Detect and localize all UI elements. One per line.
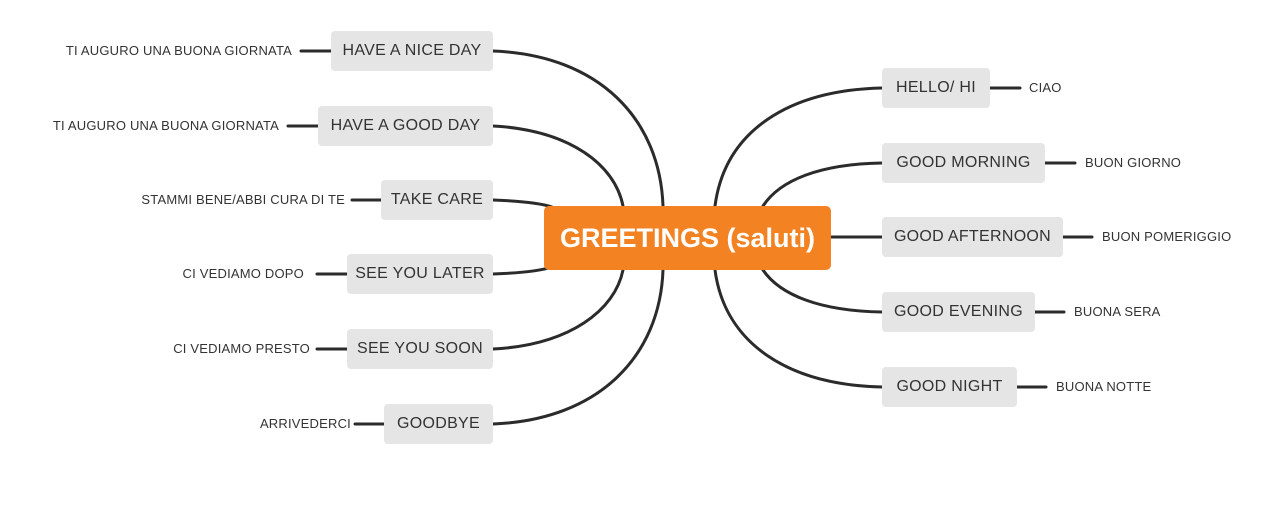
leaf-translation[interactable]: CIAO: [1029, 80, 1062, 95]
node-take-care[interactable]: TAKE CARE: [381, 180, 493, 220]
node-label: HAVE A GOOD DAY: [330, 117, 481, 134]
node-label: GOODBYE: [396, 415, 480, 432]
node-good-night[interactable]: GOOD NIGHT: [882, 367, 1017, 407]
node-label: SEE YOU LATER: [355, 265, 485, 282]
central-topic[interactable]: GREETINGS (saluti): [544, 206, 831, 270]
leaf-translation[interactable]: BUON GIORNO: [1085, 155, 1182, 170]
leaf-translation[interactable]: BUONA SERA: [1074, 304, 1161, 319]
leaf-translation[interactable]: TI AUGURO UNA BUONA GIORNATA: [65, 43, 292, 58]
central-topic-label: GREETINGS (saluti): [559, 222, 816, 253]
node-have-a-nice-day[interactable]: HAVE A NICE DAY: [331, 31, 493, 71]
node-label: TAKE CARE: [390, 191, 484, 208]
leaf-translation[interactable]: ARRIVEDERCI: [259, 416, 351, 431]
node-label: GOOD MORNING: [896, 154, 1031, 171]
node-good-afternoon[interactable]: GOOD AFTERNOON: [882, 217, 1063, 257]
node-label: HELLO/ HI: [895, 79, 977, 96]
node-goodbye[interactable]: GOODBYE: [384, 404, 493, 444]
leaf-translation[interactable]: CI VEDIAMO DOPO: [182, 266, 304, 281]
leaf-translation[interactable]: TI AUGURO UNA BUONA GIORNATA: [52, 118, 279, 133]
node-label: GOOD EVENING: [894, 303, 1023, 320]
node-label: HAVE A NICE DAY: [342, 42, 482, 59]
node-hello-hi[interactable]: HELLO/ HI: [882, 68, 990, 108]
leaf-translation[interactable]: BUONA NOTTE: [1056, 379, 1152, 394]
node-good-evening[interactable]: GOOD EVENING: [882, 292, 1035, 332]
node-label: GOOD NIGHT: [896, 378, 1003, 395]
node-see-you-soon[interactable]: SEE YOU SOON: [347, 329, 493, 369]
leaf-translation[interactable]: CI VEDIAMO PRESTO: [173, 341, 310, 356]
node-good-morning[interactable]: GOOD MORNING: [882, 143, 1045, 183]
node-have-a-good-day[interactable]: HAVE A GOOD DAY: [318, 106, 493, 146]
leaf-translation[interactable]: STAMMI BENE/ABBI CURA DI TE: [141, 192, 345, 207]
node-label: GOOD AFTERNOON: [893, 228, 1052, 245]
leaf-translation[interactable]: BUON POMERIGGIO: [1102, 229, 1232, 244]
node-label: SEE YOU SOON: [356, 340, 483, 357]
node-see-you-later[interactable]: SEE YOU LATER: [347, 254, 493, 294]
